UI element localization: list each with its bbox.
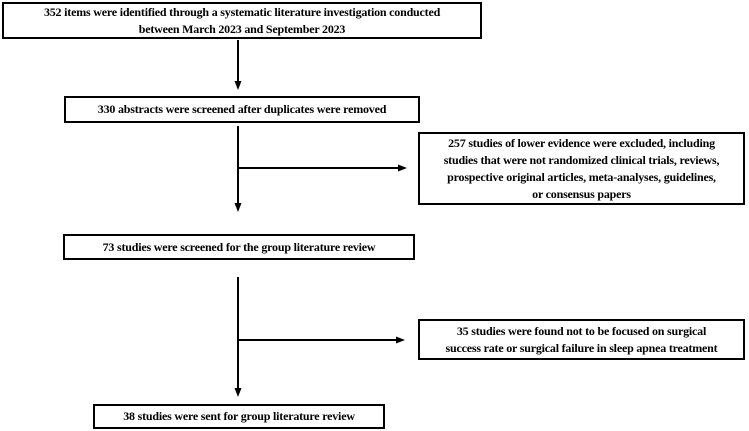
box-screened-group-review: 73 studies were screened for the group l… — [63, 234, 415, 260]
box-sent-group-review: 38 studies were sent for group literatur… — [93, 404, 385, 429]
box-excluded-lower-evidence-line-4: or consensus papers — [532, 186, 631, 201]
box-items-identified: 352 items were identified through a syst… — [2, 2, 482, 39]
box-items-identified-line-1: 352 items were identified through a syst… — [43, 4, 441, 19]
box-abstracts-screened-line-1: 330 abstracts were screened after duplic… — [97, 102, 387, 116]
box-excluded-lower-evidence-line-2: studies that were not randomized clinica… — [443, 152, 720, 167]
box-excluded-lower-evidence-line-1: 257 studies of lower evidence were exclu… — [448, 135, 715, 150]
box-excluded-lower-evidence: 257 studies of lower evidence were exclu… — [418, 132, 745, 205]
box-excluded-not-focused-line-1: 35 studies were found not to be focused … — [456, 323, 707, 338]
box-excluded-lower-evidence-line-3: prospective original articles, meta-anal… — [447, 169, 716, 184]
box-items-identified-line-2: between March 2023 and September 2023 — [138, 21, 346, 36]
box-abstracts-screened: 330 abstracts were screened after duplic… — [64, 96, 420, 123]
box-sent-group-review-line-1: 38 studies were sent for group literatur… — [123, 409, 355, 423]
box-screened-group-review-line-1: 73 studies were screened for the group l… — [102, 239, 376, 254]
box-excluded-not-focused-line-2: success rate or surgical failure in slee… — [445, 340, 718, 355]
box-excluded-not-focused: 35 studies were found not to be focused … — [418, 319, 745, 360]
